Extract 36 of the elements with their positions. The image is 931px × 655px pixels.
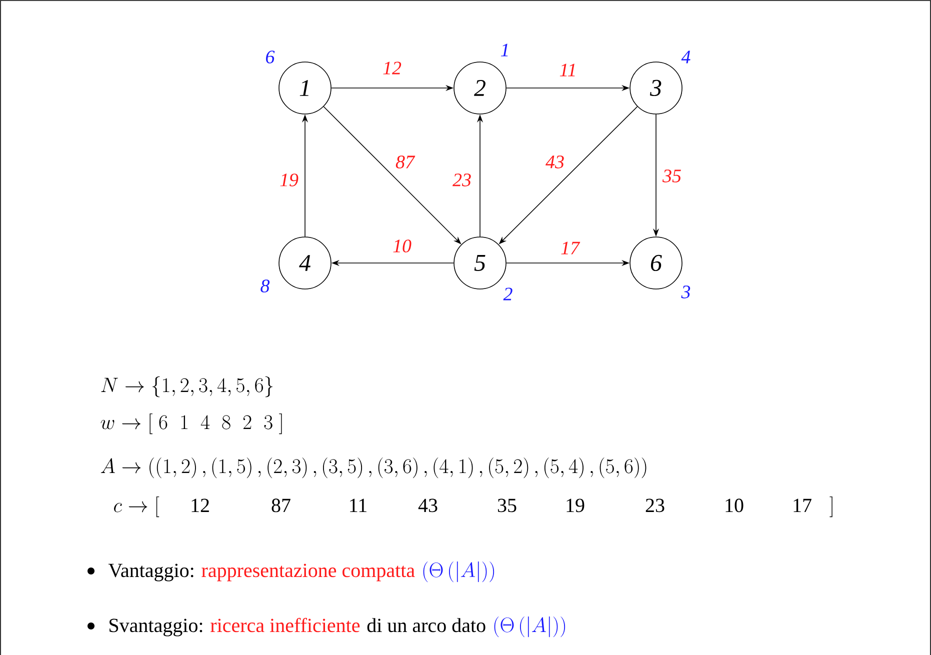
cost-value: 23 xyxy=(646,498,664,512)
sentence-part: di un arco dato xyxy=(367,618,486,632)
cost-value: 10 xyxy=(726,498,744,512)
sentence-part: rappresentazione compatta xyxy=(202,564,415,582)
formula: $N \to \{1, 2, 3, 4, 5, 6\}$ xyxy=(101,376,273,398)
vertex-weight: 8 xyxy=(260,280,270,292)
sentence-part: Svantaggio: xyxy=(110,618,202,636)
vertex-weight: 3 xyxy=(681,286,690,298)
formula: $]$ xyxy=(830,496,832,518)
cost-value: 12 xyxy=(192,498,209,512)
edge-label: 10 xyxy=(392,238,412,254)
edge-label: 11 xyxy=(558,62,578,78)
edge-label: 35 xyxy=(662,168,682,184)
cost-value: 87 xyxy=(272,498,290,512)
formula: $A \to \big((1,2)\,,(1,5)\,,(2,3)\,,(3,5)\,,(3,6)\,,(4,1)\,,(5,2)\,,(5,4)\,,(5,6)\big)$ xyxy=(100,457,646,478)
cost-value: 11 xyxy=(350,498,366,512)
sentence-part: $(\Theta\left(|A|\right))$ xyxy=(423,561,494,582)
vertex-weight: 2 xyxy=(503,288,512,300)
sentence-part: ricerca inefficiente xyxy=(210,618,360,632)
edge-label: 12 xyxy=(382,60,402,76)
sentence-part: $(\Theta\left(|A|\right))$ xyxy=(494,616,566,638)
edge-label: 87 xyxy=(394,154,416,170)
vertex-weight: 4 xyxy=(681,50,690,64)
vertex-weight: 1 xyxy=(500,44,508,56)
cost-value: 43 xyxy=(418,498,438,512)
edge-label: 19 xyxy=(278,172,300,188)
formula: $c \to [$ xyxy=(114,496,160,518)
formula: $w \to [\;6\;\;1\;\;4\;\;8\;\;2\;\;3\;]$ xyxy=(100,413,282,434)
edge-label: 43 xyxy=(544,154,566,170)
vertex-weight: 6 xyxy=(266,50,275,64)
cost-value: 19 xyxy=(566,498,584,512)
edge-label: 17 xyxy=(560,240,580,256)
sentence-part: Vantaggio: xyxy=(108,564,194,582)
cost-value: 35 xyxy=(498,498,516,512)
edge-label: 23 xyxy=(452,172,472,188)
cost-value: 17 xyxy=(794,498,812,512)
